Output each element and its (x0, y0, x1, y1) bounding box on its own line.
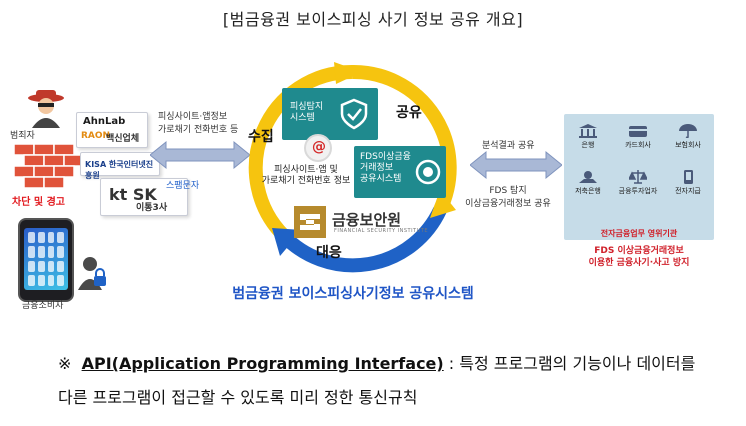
fsi-logo: 금융보안원 FINANCIAL SECURITY INSTITUTE (292, 204, 432, 240)
globe-icon (415, 159, 441, 185)
telecom-label: 이통3사 (136, 203, 168, 213)
financial-institutions-panel: 은행 카드회사 보험회사 저축은행 금융투자업자 전자지급 전자금융업무 영위기… (564, 114, 714, 240)
scale-icon (629, 170, 647, 184)
institution-bank: 은행 (568, 124, 608, 150)
consumer-label: 금융소비자 (22, 301, 64, 311)
at-sign-icon: @ (304, 134, 332, 162)
respond-label: 대응 (316, 245, 342, 261)
fsi-emblem-icon (294, 206, 326, 238)
smartphone-icon (18, 218, 74, 302)
footnote-line1: ※ API(Application Programming Interface)… (58, 350, 695, 374)
hacker-icon (28, 90, 64, 128)
left-double-arrow (150, 140, 250, 170)
right-double-arrow (470, 150, 562, 180)
api-term: API(Application Programming Interface) (81, 354, 444, 373)
ahnlab-logo: AhnLab (83, 116, 126, 127)
footnote-mark: ※ (58, 354, 72, 373)
left-arrow-text-line1: 피싱사이트·앱정보 (158, 112, 228, 122)
kisa-logo: KISA 한국인터넷진흥원 (85, 160, 154, 180)
fds-detect-line1: FDS 탐지 (489, 186, 527, 196)
fds-system-box: FDS이상금융 거래정보 공유시스템 (354, 146, 446, 198)
institution-epay: 전자지급 (668, 170, 708, 196)
panel-label: 전자금융업무 영위기관 (600, 229, 678, 238)
vaccine-vendor-card: AhnLab RAON (76, 112, 148, 148)
share-label: 공유 (396, 105, 422, 121)
telecom-logos: kt SK (109, 185, 157, 204)
footnote-definition: : 특정 프로그램의 기능이나 데이터를 (443, 354, 696, 373)
raon-logo: RAON (81, 131, 111, 141)
card-icon (629, 126, 647, 137)
kisa-card: KISA 한국인터넷진흥원 (80, 152, 160, 180)
telecom-card: kt SK (100, 178, 188, 216)
fds-prevention-line1: FDS 이상금융거래정보 (594, 246, 684, 256)
fds-prevention-line2: 이용한 금융사기·사고 방지 (588, 258, 690, 268)
user-lock-icon (78, 257, 106, 290)
fds-detect-text: FDS 탐지 이상금융거래정보 공유 (460, 185, 556, 211)
shield-icon (340, 98, 368, 130)
phishing-detection-text: 피싱탐지 시스템 (290, 102, 324, 123)
institution-savings: 저축은행 (568, 170, 608, 196)
block-warning-label: 차단 및 경고 (12, 197, 65, 208)
institution-insurance: 보험회사 (668, 124, 708, 150)
analysis-share-text: 분석결과 공유 (482, 141, 535, 151)
vaccine-label: 백신업체 (106, 134, 140, 144)
left-arrow-text: 피싱사이트·앱정보 가로채기 전화번호 등 (158, 111, 238, 137)
mobile-pay-icon (684, 170, 693, 184)
left-arrow-text-line2: 가로채기 전화번호 등 (158, 125, 239, 135)
fsi-name: 금융보안원 (332, 211, 402, 229)
umbrella-icon (679, 124, 697, 138)
savings-icon (579, 171, 597, 183)
fds-prevention-text: FDS 이상금융거래정보 이용한 금융사기·사고 방지 (564, 245, 714, 269)
fds-detect-line2: 이상금융거래정보 공유 (465, 199, 551, 209)
institution-investment: 금융투자업자 (618, 170, 658, 196)
fsi-subtitle: FINANCIAL SECURITY INSTITUTE (334, 228, 428, 234)
criminal-label: 범죄자 (10, 131, 35, 141)
institution-card: 카드회사 (618, 124, 658, 150)
footnote-line2: 다른 프로그램이 접근할 수 있도록 미리 정한 통신규칙 (58, 388, 418, 407)
collect-label: 수집 (248, 129, 274, 145)
page-title: [범금융권 보이스피싱 사기 정보 공유 개요] (222, 10, 524, 29)
bank-icon (579, 124, 597, 138)
phishing-detection-box: 피싱탐지 시스템 (282, 88, 378, 140)
cycle-ring (248, 62, 457, 273)
spam-label: 스팸문자 (166, 181, 200, 191)
fds-system-text: FDS이상금융 거래정보 공유시스템 (360, 152, 411, 184)
center-info-text: 피싱사이트·앱 및 가로채기 전화번호 정보 (261, 165, 351, 186)
system-title: 범금융권 보이스피싱사기정보 공유시스템 (232, 286, 474, 302)
